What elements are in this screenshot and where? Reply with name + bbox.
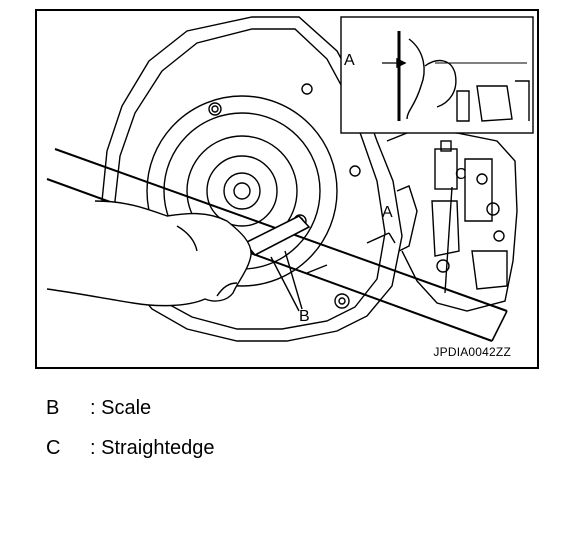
callout-b: B	[299, 308, 310, 325]
callout-a: A	[382, 204, 393, 221]
figure-frame: A A B C JPDIA0042ZZ	[35, 9, 539, 369]
callout-c: C	[455, 166, 467, 183]
legend-key-c: C	[46, 437, 61, 459]
legend-desc-straightedge: : Straightedge	[90, 437, 215, 459]
figure-id-code: JPDIA0042ZZ	[433, 345, 511, 359]
callout-a-inset: A	[344, 52, 355, 69]
legend-key-b: B	[46, 397, 60, 419]
transmission-illustration	[46, 16, 534, 342]
legend-desc-scale: : Scale	[90, 397, 152, 419]
